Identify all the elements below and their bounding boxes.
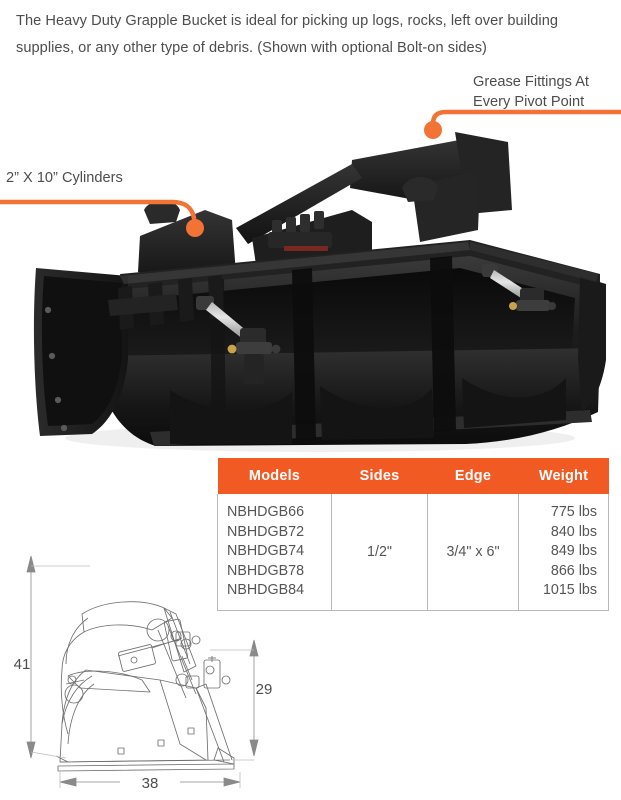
cell-sides: 1/2" (331, 494, 428, 611)
dimension-label-width: 38 (142, 775, 159, 792)
cell-models: NBHDGB66 NBHDGB72 NBHDGB74 NBHDGB78 NBHD… (217, 494, 332, 611)
cell-edge: 3/4" x 6" (427, 494, 519, 611)
table-row: NBHDGB66 NBHDGB72 NBHDGB74 NBHDGB78 NBHD… (217, 494, 609, 611)
column-header-sides: Sides (331, 458, 428, 494)
product-description: The Heavy Duty Grapple Bucket is ideal f… (16, 13, 559, 56)
hydraulic-cylinder-left (196, 296, 281, 384)
column-header-weight: Weight (518, 458, 609, 494)
column-header-edge: Edge (427, 458, 519, 494)
grapple-tines (108, 275, 224, 330)
grapple-side-profile-drawing: 41 29 38 (14, 555, 273, 792)
column-header-models: Models (217, 458, 332, 494)
grapple-bucket-photo-illustration (0, 60, 621, 460)
dimension-label-height-overall: 41 (14, 656, 31, 673)
dimension-line-drawing: 41 29 38 (0, 548, 300, 800)
dimension-label-height-secondary: 29 (256, 681, 273, 698)
callout-label-grease: Grease Fittings At Every Pivot Point (473, 74, 589, 110)
product-photo (0, 60, 621, 460)
cell-weights: 775 lbs 840 lbs 849 lbs 866 lbs 1015 lbs (518, 494, 609, 611)
callout-label-cylinders: 2” X 10” Cylinders (6, 170, 123, 186)
hydraulic-cylinder-right (482, 264, 556, 311)
table-header-row: Models Sides Edge Weight (217, 458, 609, 494)
specifications-table: Models Sides Edge Weight NBHDGB66 NBHDGB… (217, 458, 609, 611)
